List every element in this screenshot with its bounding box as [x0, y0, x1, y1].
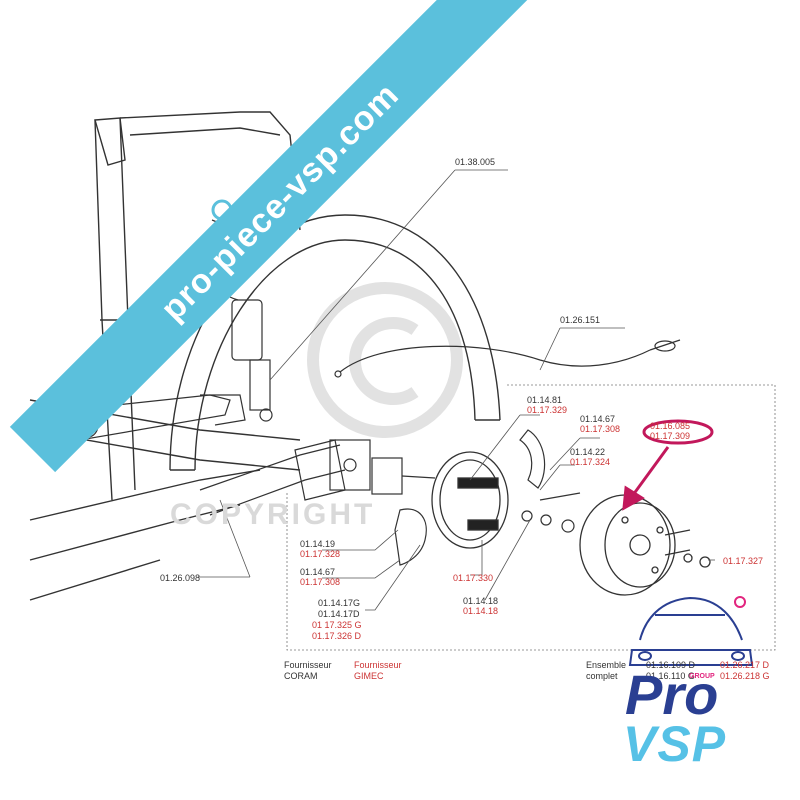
logo-group-text: GROUP: [689, 673, 715, 680]
brake-cable: [334, 339, 681, 378]
label-nut: 01.17.327: [723, 556, 764, 566]
label-shoe2-b: 01.17.308: [300, 577, 341, 587]
label-pin-b: 01.17.328: [300, 549, 341, 559]
label-axle: 01.26.098: [160, 573, 201, 583]
label-frame: 01.38.005: [455, 157, 496, 167]
supplier-coram-title: Fournisseur: [284, 660, 332, 670]
supplier-coram-name: CORAM: [284, 671, 318, 681]
assembly-ref-2a: 01.26.217 D: [720, 660, 770, 670]
label-spring-b: 01.17.324: [570, 457, 611, 467]
leader-lines: [198, 169, 715, 611]
assembly-title-2: complet: [586, 671, 618, 681]
label-bolt-b: 01.14.18: [463, 606, 499, 616]
label-shoe2-a: 01.14.67: [300, 567, 336, 577]
provsp-logo: Pro GROUP VSP: [615, 590, 765, 780]
brake-drum: [579, 494, 711, 596]
label-shoe-b: 01.17.308: [580, 424, 621, 434]
label-backplate-b: 01.14.17D: [318, 609, 360, 619]
brake-shoes: [394, 429, 546, 566]
label-spring-a: 01.14.22: [570, 447, 606, 457]
label-hub-plate-b: 01.17.329: [527, 405, 568, 415]
gimec-dashed-frame: [286, 384, 776, 651]
label-shoe-a: 01.14.67: [580, 414, 616, 424]
supplier-gimec-name: GIMEC: [354, 671, 384, 681]
label-backplate-a: 01.14.17G: [318, 598, 361, 608]
bolts-washers: [521, 492, 581, 533]
copyright-watermark-icon: [307, 282, 463, 438]
label-washer: 01.17.330: [453, 573, 494, 583]
label-hub-plate-a: 01.14.81: [527, 395, 563, 405]
label-pin-a: 01.14.19: [300, 539, 336, 549]
label-backplate-c: 01 17.325 G: [312, 620, 362, 630]
car-logo-icon: [628, 596, 754, 666]
logo-vsp-text: VSP: [623, 716, 727, 772]
wheel-arch: [169, 214, 501, 471]
brake-backplate: [431, 451, 509, 549]
label-bolt-a: 01.14.18: [463, 596, 499, 606]
label-cable: 01.26.151: [560, 315, 601, 325]
highlight-ellipse: [642, 419, 714, 445]
highlight-arrow: [622, 446, 670, 511]
copyright-watermark-text: COPYRIGHT: [170, 498, 376, 531]
logo-pro-text: Pro: [625, 663, 719, 726]
assembly-ref-2b: 01.26.218 G: [720, 671, 770, 681]
assembly-ref-1a: 01.16.109 D: [646, 660, 696, 670]
assembly-title-1: Ensemble: [586, 660, 627, 670]
trailing-arm: [69, 394, 371, 516]
assembly-ref-1b: 01.16.110 G: [646, 671, 695, 681]
supplier-gimec-title: Fournisseur: [354, 660, 402, 670]
label-drum-set-b: 01.17.309: [650, 431, 691, 441]
hub-spindle: [371, 457, 436, 495]
label-backplate-d: 01.17.326 D: [312, 631, 362, 641]
label-drum-set-a: 01.16.085: [650, 421, 691, 431]
